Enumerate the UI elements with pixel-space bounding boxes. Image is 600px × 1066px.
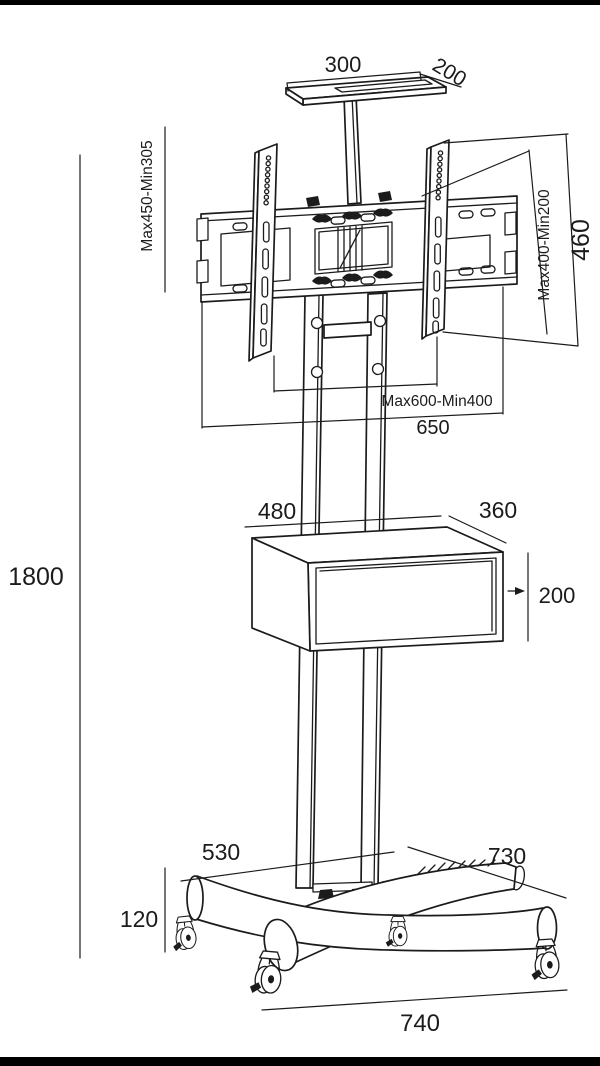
vesa-rail-left bbox=[248, 143, 278, 362]
tv-mount-bracket bbox=[196, 191, 518, 303]
vesa-rail-right bbox=[421, 139, 450, 340]
top-camera-shelf bbox=[285, 76, 447, 106]
dim-label-bracket-height-range: Max450-Min305 bbox=[139, 140, 156, 251]
dimension-lines bbox=[79, 71, 579, 1011]
top-clamp-hook-left bbox=[306, 196, 320, 207]
leg-end-cap-left bbox=[186, 875, 204, 921]
dim-label-top-shelf-width: 300 bbox=[325, 52, 362, 77]
media-shelf-box bbox=[251, 526, 504, 652]
dim-label-overall-height: 1800 bbox=[8, 563, 64, 591]
dim-label-bracket-column-height: 460 bbox=[567, 219, 595, 261]
dim-label-base-height: 120 bbox=[120, 906, 158, 932]
dim-label-shelf-width: 480 bbox=[258, 498, 296, 524]
shelf-height-arrow bbox=[515, 587, 525, 595]
caster-base bbox=[169, 859, 561, 997]
dim-label-base-span-front: 530 bbox=[202, 839, 240, 865]
dim-label-shelf-depth: 360 bbox=[479, 497, 517, 523]
dim-label-vesa-width-range: Max600-Min400 bbox=[381, 393, 493, 410]
cable-clip-bar bbox=[323, 321, 372, 339]
top-letterbox-bar bbox=[0, 0, 600, 5]
bracket-window-center bbox=[314, 221, 393, 275]
dim-label-base-span-side: 730 bbox=[488, 843, 526, 869]
top-pole bbox=[343, 94, 362, 205]
dim-label-base-width: 740 bbox=[400, 1010, 440, 1037]
dim-label-shelf-height: 200 bbox=[539, 583, 576, 608]
dim-label-vesa-height-range: Max400-Min200 bbox=[536, 189, 553, 301]
top-clamp-hook-right bbox=[378, 191, 392, 202]
bottom-letterbox-bar bbox=[0, 1057, 600, 1066]
dim-label-bracket-width: 650 bbox=[416, 417, 449, 439]
locking-knobs bbox=[312, 208, 393, 285]
